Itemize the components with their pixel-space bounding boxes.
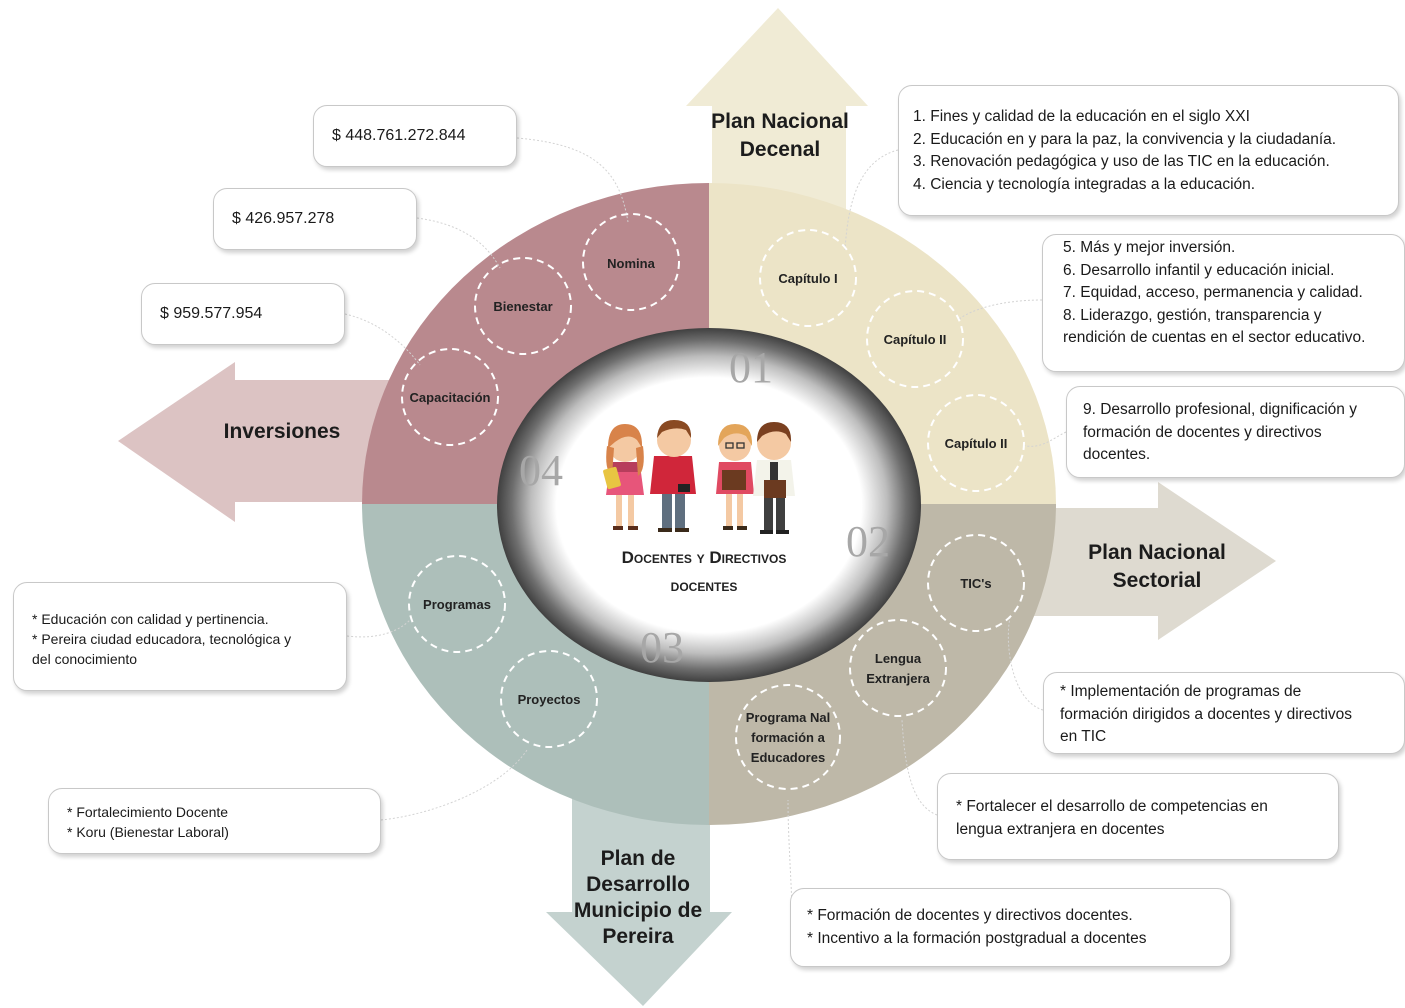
circle-capacitacion (401, 348, 499, 446)
cap2-line-4: 8. Liderazgo, gestión, transparencia y (1063, 306, 1322, 324)
box-capacitacion-amount: $ 959.577.954 (141, 283, 345, 345)
label-tics: TIC's (960, 576, 991, 591)
arrow-bottom-label-2: Desarrollo (586, 873, 690, 896)
arrow-right-label-2: Sectorial (1113, 569, 1202, 592)
box-lengua: * Fortalecer el desarrollo de competenci… (937, 773, 1339, 860)
proyectos-line-1: * Fortalecimiento Docente (67, 804, 229, 820)
box-programas: * Educación con calidad y pertinencia. *… (13, 582, 347, 691)
quadrant-number-04: 04 (519, 446, 563, 495)
cap1-line-2: 2. Educación en y para la paz, la conviv… (913, 130, 1337, 148)
lengua-line-2: lengua extranjera en docentes (956, 820, 1165, 838)
box-bienestar-amount: $ 426.957.278 (213, 188, 417, 250)
cap3-line-1: 9. Desarrollo profesional, dignificación… (1083, 401, 1357, 418)
cap3-line-3: docentes. (1083, 446, 1151, 463)
arrow-top-label-2: Decenal (740, 138, 821, 161)
box-tics: * Implementación de programas de formaci… (1043, 672, 1405, 754)
arrow-left-label: Inversiones (224, 420, 341, 443)
teacher-woman-2-icon (716, 424, 754, 530)
tics-line-1: * Implementación de programas de (1060, 683, 1302, 700)
box-nomina-amount: $ 448.761.272.844 (313, 105, 517, 167)
lengua-line-1: * Fortalecer el desarrollo de competenci… (956, 798, 1268, 815)
capacitacion-amount: $ 959.577.954 (160, 305, 263, 322)
label-capitulo-3: Capítulo II (945, 436, 1008, 451)
arrow-right-label-1: Plan Nacional (1088, 541, 1226, 564)
nomina-amount: $ 448.761.272.844 (332, 127, 466, 144)
circle-programas (408, 555, 506, 653)
bienestar-amount: $ 426.957.278 (232, 210, 335, 227)
center-title-2: docentes (671, 576, 738, 595)
connector-lines (344, 137, 1067, 906)
label-capitulo-1: Capítulo I (778, 271, 837, 286)
quadrant-number-03: 03 (640, 623, 684, 672)
label-bienestar: Bienestar (493, 299, 552, 314)
label-programas: Programas (423, 597, 491, 612)
label-programa-nal-2: formación a (751, 730, 825, 745)
programa-nal-line-1: * Formación de docentes y directivos doc… (807, 907, 1133, 924)
programa-nal-line-2: * Incentivo a la formación postgradual a… (807, 929, 1147, 947)
teacher-woman-1-icon (603, 424, 644, 530)
label-lengua-2: Extranjera (866, 671, 930, 686)
center-title-1: Docentes y Directivos (622, 548, 787, 567)
arrow-top-label-1: Plan Nacional (711, 110, 849, 133)
circle-capitulo-2 (866, 290, 964, 388)
label-lengua-1: Lengua (875, 651, 922, 666)
box-capitulo-2: 5. Más y mejor inversión. 6. Desarrollo … (1042, 234, 1405, 372)
cap1-line-1: 1. Fines y calidad de la educación en el… (913, 108, 1250, 125)
teachers-group-icon (603, 420, 795, 534)
circle-programa-nal (735, 684, 841, 790)
cap2-line-2: 6. Desarrollo infantil y educación inici… (1063, 261, 1335, 279)
label-programa-nal-3: Educadores (751, 750, 825, 765)
programas-line-2: * Pereira ciudad educadora, tecnológica … (32, 631, 292, 647)
circle-bienestar (474, 257, 572, 355)
label-proyectos: Proyectos (518, 692, 581, 707)
circle-nomina (582, 213, 680, 311)
tics-line-3: en TIC (1060, 728, 1107, 745)
label-nomina: Nomina (607, 256, 655, 271)
arrow-left (118, 362, 400, 522)
cap1-line-4: 4. Ciencia y tecnología integradas a la … (913, 175, 1256, 193)
box-programa-nal: * Formación de docentes y directivos doc… (790, 888, 1231, 967)
arrow-bottom-label-1: Plan de (601, 847, 676, 870)
circle-capitulo-3 (927, 394, 1025, 492)
label-capacitacion: Capacitación (410, 390, 491, 405)
label-capitulo-2: Capítulo II (884, 332, 947, 347)
teacher-man-1-icon (650, 420, 696, 532)
cap2-line-1: 5. Más y mejor inversión. (1063, 239, 1236, 256)
programas-line-1: * Educación con calidad y pertinencia. (32, 611, 269, 627)
label-programa-nal-1: Programa Nal (746, 710, 831, 725)
box-capitulo-3: 9. Desarrollo profesional, dignificación… (1066, 386, 1405, 478)
arrow-bottom-label-4: Pereira (602, 925, 674, 948)
box-proyectos: * Fortalecimiento Docente * Koru (Bienes… (48, 788, 381, 854)
quadrant-number-01: 01 (729, 343, 773, 392)
cap2-line-3: 7. Equidad, acceso, permanencia y calida… (1063, 284, 1363, 301)
teacher-man-2-icon (753, 422, 795, 534)
circle-tics (927, 534, 1025, 632)
programas-line-3: del conocimiento (32, 651, 138, 667)
arrow-right (1000, 482, 1276, 640)
box-capitulo-1: 1. Fines y calidad de la educación en el… (898, 85, 1399, 216)
cap2-line-5: rendición de cuentas en el sector educat… (1063, 329, 1366, 346)
circle-capitulo-1 (759, 229, 857, 327)
cap3-line-2: formación de docentes y directivos (1083, 423, 1322, 441)
quadrant-number-02: 02 (846, 517, 890, 566)
circle-lengua (849, 619, 947, 717)
cap1-line-3: 3. Renovación pedagógica y uso de las TI… (913, 153, 1330, 170)
circle-proyectos (500, 650, 598, 748)
proyectos-line-2: * Koru (Bienestar Laboral) (67, 824, 229, 840)
tics-line-2: formación dirigidos a docentes y directi… (1060, 705, 1353, 723)
arrow-bottom-label-3: Municipio de (574, 899, 702, 922)
